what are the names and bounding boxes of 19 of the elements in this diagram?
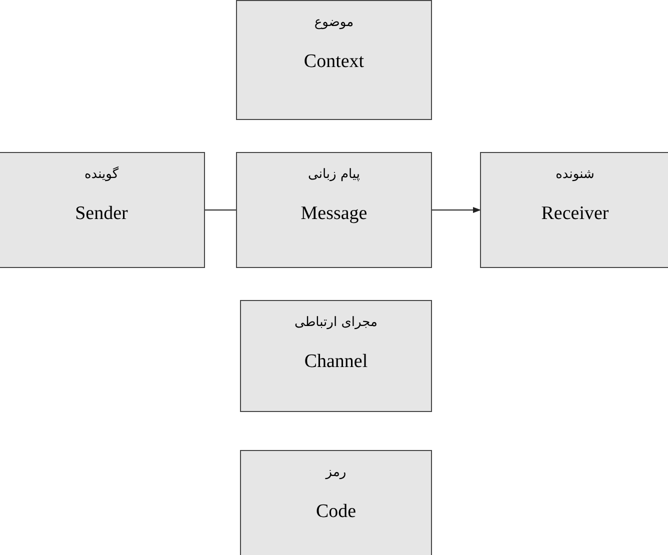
arrow: [432, 207, 481, 213]
persian-label: رمز: [326, 465, 346, 480]
english-label: Receiver: [541, 203, 609, 225]
label-box: [0, 152, 205, 268]
persian-label: شنونده: [556, 167, 594, 182]
english-label: Channel: [304, 351, 368, 373]
english-label: Sender: [75, 203, 128, 225]
english-label: Message: [300, 203, 368, 225]
english-label: Context: [304, 51, 364, 73]
label-box: [240, 450, 432, 555]
persian-label: مجرای ارتباطی: [294, 315, 378, 330]
label-box: [240, 300, 432, 412]
persian-label: گوینده: [84, 167, 119, 182]
persian-label: موضوع: [314, 15, 354, 30]
persian-label: پیام زبانی: [308, 167, 360, 182]
label-box: [236, 0, 432, 120]
label-box: [480, 152, 668, 268]
label-box: [236, 152, 432, 268]
english-label: Code: [316, 501, 356, 523]
